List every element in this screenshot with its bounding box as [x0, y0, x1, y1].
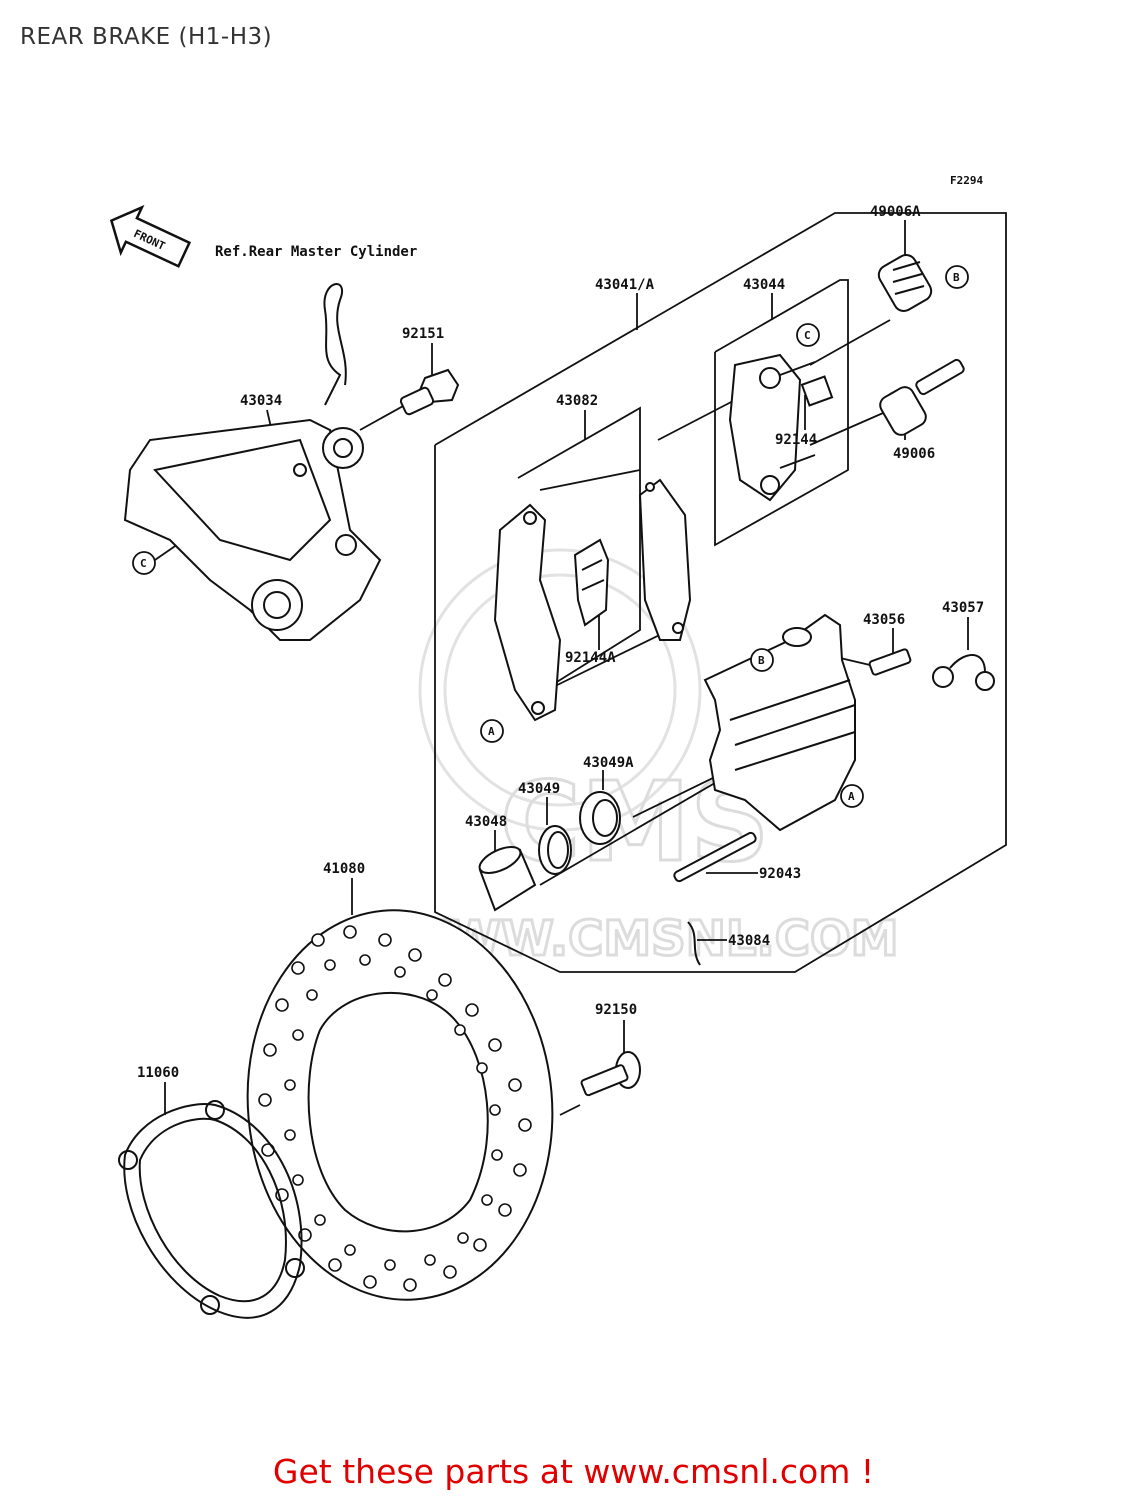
- part-label-92151: 92151: [402, 326, 444, 342]
- part-label-43057: 43057: [942, 600, 984, 616]
- ref-letter-b-top: B: [953, 271, 960, 284]
- ref-letter-a-right: A: [848, 790, 855, 803]
- part-label-92144: 92144: [775, 432, 817, 448]
- ref-letter-a-left: A: [488, 725, 495, 738]
- figure-code: F2294: [950, 174, 983, 187]
- part-label-92043: 92043: [759, 866, 801, 882]
- pin-49006: [879, 358, 965, 436]
- ref-note: Ref.Rear Master Cylinder: [215, 244, 417, 260]
- part-label-41080: 41080: [323, 861, 365, 877]
- brake-disc-41080: [246, 909, 554, 1301]
- line-bleeder: [839, 657, 871, 666]
- pad-spring-92144A: [573, 538, 610, 627]
- part-label-43044: 43044: [743, 277, 785, 293]
- part-label-49006: 49006: [893, 446, 935, 462]
- part-label-43084: 43084: [728, 933, 770, 949]
- ref-letter-c-top: C: [804, 329, 811, 342]
- piston-43048: [478, 846, 537, 912]
- part-label-43048: 43048: [465, 814, 507, 830]
- part-label-43082: 43082: [556, 393, 598, 409]
- ring-43049: [538, 825, 572, 875]
- ref-letters: B C C A B A: [140, 271, 960, 803]
- ref-b-top: [945, 265, 969, 289]
- part-label-43056: 43056: [863, 612, 905, 628]
- disc-holes: [258, 925, 532, 1292]
- part-label-92144A: 92144A: [565, 650, 616, 666]
- pin-boot-49006A: [877, 254, 933, 312]
- caliper-bracket-43034: [123, 418, 382, 641]
- part-label-43041: 43041/A: [595, 277, 655, 293]
- cap-43057: [932, 654, 995, 691]
- pad-group-outline: [517, 406, 641, 701]
- part-label-92150: 92150: [595, 1002, 637, 1018]
- part-label-43049: 43049: [518, 781, 560, 797]
- bolt-92151: [399, 368, 460, 416]
- ref-letter-c-left: C: [140, 557, 147, 570]
- line-pad-bracket: [657, 399, 736, 441]
- bleeder-43056: [868, 648, 912, 676]
- line-pin-49006A: [809, 319, 891, 366]
- part-label-43034: 43034: [240, 393, 282, 409]
- bracket-group-outline: [714, 279, 849, 547]
- part-label-49006A: 49006A: [870, 204, 921, 220]
- pin-92043: [673, 831, 757, 883]
- caliper-assembly-outline: [434, 212, 1007, 973]
- front-arrow-icon: FRONT: [109, 204, 192, 268]
- ref-a-left: [480, 719, 504, 743]
- page-title: REAR BRAKE (H1-H3): [20, 24, 273, 50]
- line-bolt-disc: [559, 1104, 581, 1116]
- part-label-11060: 11060: [137, 1065, 179, 1081]
- bolt-92150: [580, 1051, 641, 1097]
- seal-43049A: [579, 791, 621, 845]
- brake-pads-43082: [493, 478, 692, 722]
- ref-b-mid: [750, 648, 774, 672]
- ref-a-right: [840, 784, 864, 808]
- hose-clip-icon: [323, 283, 347, 406]
- clip-43084: [687, 921, 701, 966]
- gasket-11060: [118, 1100, 305, 1319]
- line-pad-top: [539, 469, 641, 491]
- part-label-43049A: 43049A: [583, 755, 634, 771]
- footer-promo[interactable]: Get these parts at www.cmsnl.com !: [272, 1452, 875, 1491]
- ref-c-top: [796, 323, 820, 347]
- sliding-bracket-43044: [728, 353, 834, 502]
- line-pin-49006: [809, 409, 891, 446]
- ref-c-left: [132, 551, 156, 575]
- ref-markers: [132, 265, 969, 808]
- ref-letter-b-mid: B: [758, 654, 765, 667]
- caliper-body: [703, 613, 856, 832]
